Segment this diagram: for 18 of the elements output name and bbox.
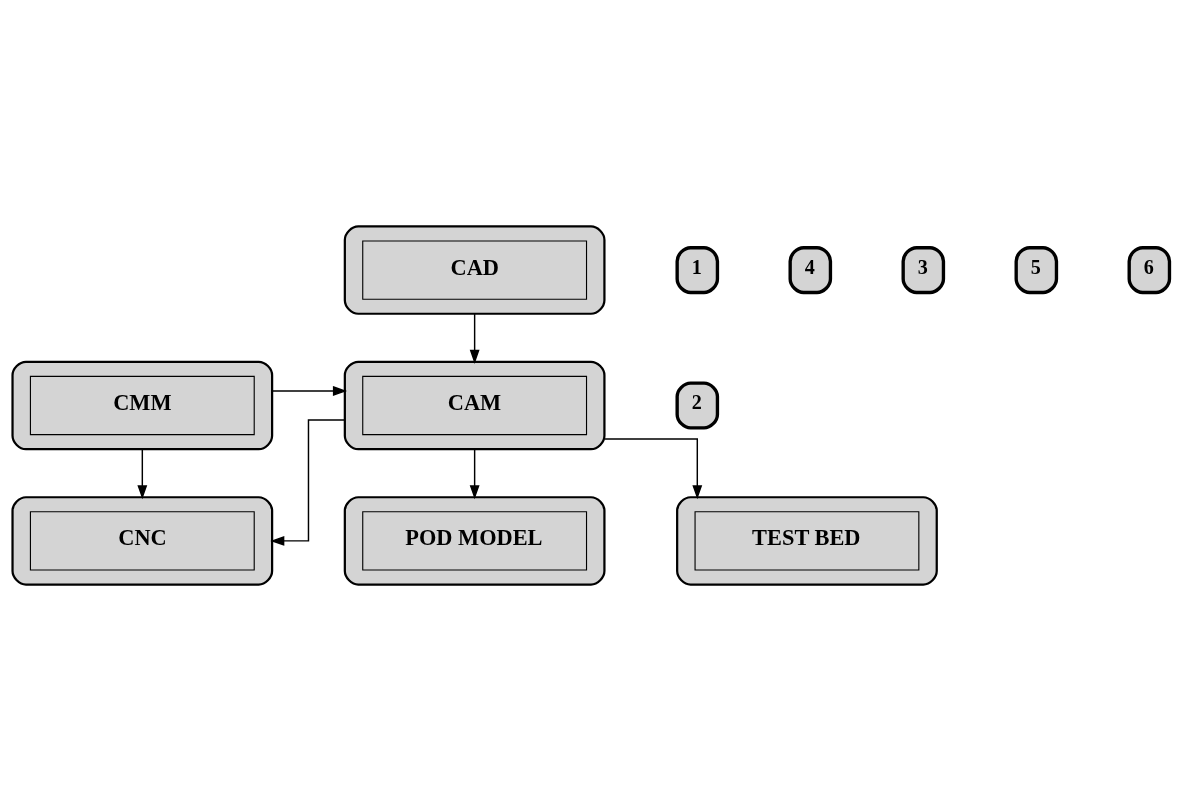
node-box: CNC bbox=[11, 496, 274, 586]
node-box: CAM bbox=[343, 360, 606, 451]
node-box: 1 bbox=[675, 246, 720, 295]
node-box: CMM bbox=[11, 360, 274, 451]
arrow bbox=[270, 419, 346, 546]
arrow bbox=[271, 386, 347, 396]
arrow bbox=[469, 313, 480, 364]
node-box: 2 bbox=[675, 381, 720, 430]
arrow bbox=[137, 448, 148, 500]
node-box: 4 bbox=[788, 246, 833, 295]
node-box: 5 bbox=[1014, 246, 1059, 295]
node-box: 3 bbox=[901, 246, 946, 295]
node-box: TEST BED bbox=[676, 496, 938, 586]
arrow bbox=[603, 438, 703, 500]
node-box: CAD bbox=[343, 225, 606, 315]
node-box: 6 bbox=[1127, 246, 1172, 295]
node-box: POD MODEL bbox=[343, 496, 606, 586]
arrow bbox=[469, 448, 480, 500]
